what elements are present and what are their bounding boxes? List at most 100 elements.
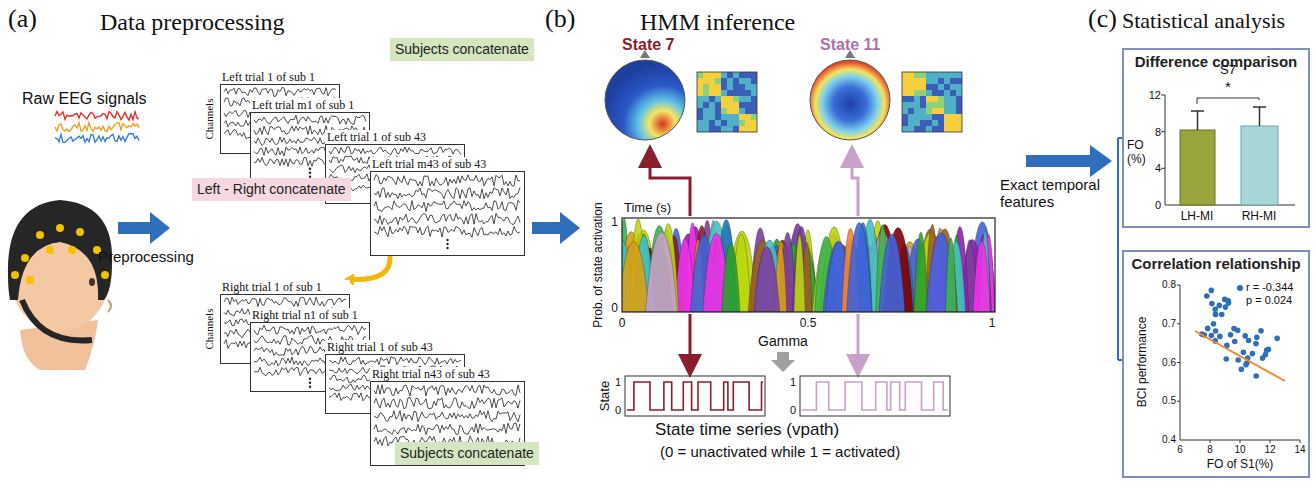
matrix-cell <box>703 72 709 78</box>
scatter-point <box>1260 355 1266 361</box>
eye <box>89 278 95 286</box>
label: Statistical analysis <box>1122 8 1285 33</box>
electrodes <box>11 224 109 284</box>
legend-dot <box>1237 285 1243 291</box>
matrix-cell <box>739 126 745 132</box>
scatter-point <box>1250 351 1256 357</box>
matrix-cell <box>751 84 757 90</box>
scatter-point <box>1241 350 1247 356</box>
gamma-curve <box>794 235 805 312</box>
matrix-cell <box>727 72 733 78</box>
matrix-cell <box>739 78 745 84</box>
matrix-cell <box>920 102 926 108</box>
matrix-cell <box>926 96 932 102</box>
scatter-point <box>1239 366 1245 372</box>
matrix-cell <box>902 72 908 78</box>
label: RH-MI <box>1242 209 1277 223</box>
matrix-cell <box>920 126 926 132</box>
matrix-cell <box>745 126 751 132</box>
matrix-cell <box>745 78 751 84</box>
scatter-point <box>1209 288 1215 294</box>
matrix-cell <box>715 78 721 84</box>
matrix-cell <box>932 108 938 114</box>
scatter-point <box>1211 321 1217 327</box>
matrix-cell <box>950 102 956 108</box>
eeg-trace <box>224 88 336 97</box>
matrix-cell <box>739 90 745 96</box>
matrix-cell <box>727 126 733 132</box>
trial-title: Right trial 1 of sub 43 <box>325 340 465 354</box>
label: 6 <box>1177 444 1183 456</box>
matrix-frame <box>697 72 757 132</box>
matrix-cell <box>920 108 926 114</box>
eeg-trace <box>374 423 520 435</box>
matrix-cell <box>908 102 914 108</box>
scatter-point <box>1253 341 1259 347</box>
label: 0.5 <box>1162 395 1176 407</box>
matrix-cell <box>944 114 950 120</box>
matrix-cell <box>914 72 920 78</box>
eeg-trace <box>329 147 461 155</box>
matrix-cell <box>938 78 944 84</box>
matrix-cell <box>914 84 920 90</box>
matrix-cell <box>920 90 926 96</box>
matrix-cell <box>715 96 721 102</box>
matrix-cell <box>727 84 733 90</box>
matrix-cell <box>908 78 914 84</box>
matrix-cell <box>727 90 733 96</box>
topomap <box>810 60 890 140</box>
significance-bracket <box>1197 98 1259 104</box>
matrix-cell <box>932 90 938 96</box>
scatter-point <box>1209 301 1215 307</box>
flow-arrow <box>118 212 170 244</box>
label: 10 <box>1234 444 1245 456</box>
matrix-cell <box>914 114 920 120</box>
label: 0 <box>790 404 796 417</box>
matrix-cell <box>703 84 709 90</box>
matrix-cell <box>938 72 944 78</box>
matrix-cell <box>950 114 956 120</box>
label: State 11 <box>820 36 880 54</box>
matrix-cell <box>709 72 715 78</box>
matrix-cell <box>721 114 727 120</box>
label: 12 <box>1149 89 1161 102</box>
label: Time (s) <box>624 200 671 215</box>
matrix-cell <box>709 84 715 90</box>
matrix-cell <box>709 126 715 132</box>
matrix-cell <box>902 96 908 102</box>
eeg-trace <box>374 226 520 237</box>
vpath-series <box>627 382 948 410</box>
label: Gamma <box>758 333 808 349</box>
scatter-point <box>1205 326 1211 332</box>
electrode <box>76 228 84 236</box>
matrix-cell <box>721 96 727 102</box>
matrix-cell <box>902 108 908 114</box>
label: 0.4 <box>1162 434 1176 446</box>
matrix-cell <box>709 120 715 126</box>
matrix-cell <box>926 120 932 126</box>
trial-frame <box>370 171 525 256</box>
matrix-cell <box>920 78 926 84</box>
matrix-cell <box>950 84 956 90</box>
matrix-cell <box>727 120 733 126</box>
scatter-point <box>1217 334 1223 340</box>
matrix-cell <box>926 72 932 78</box>
state-wave <box>627 382 763 410</box>
matrix-cell <box>709 114 715 120</box>
matrix-cell <box>715 108 721 114</box>
state-arrow <box>857 314 860 372</box>
label: 0.6 <box>1162 357 1176 369</box>
matrix-cell <box>703 78 709 84</box>
matrix-cell <box>751 72 757 78</box>
label: LH-MI <box>1181 209 1214 223</box>
label: Raw EEG signals <box>22 90 147 108</box>
label: Exact temporal features <box>1000 176 1112 210</box>
eeg-trace <box>374 398 520 409</box>
matrix-cell <box>926 108 932 114</box>
topomap <box>605 60 685 140</box>
matrix-cell <box>914 96 920 102</box>
ellipsis-dot <box>309 378 311 380</box>
trial-title: Left trial m1 of sub 1 <box>250 98 370 112</box>
scatter-point <box>1213 312 1219 318</box>
matrix-cell <box>721 102 727 108</box>
